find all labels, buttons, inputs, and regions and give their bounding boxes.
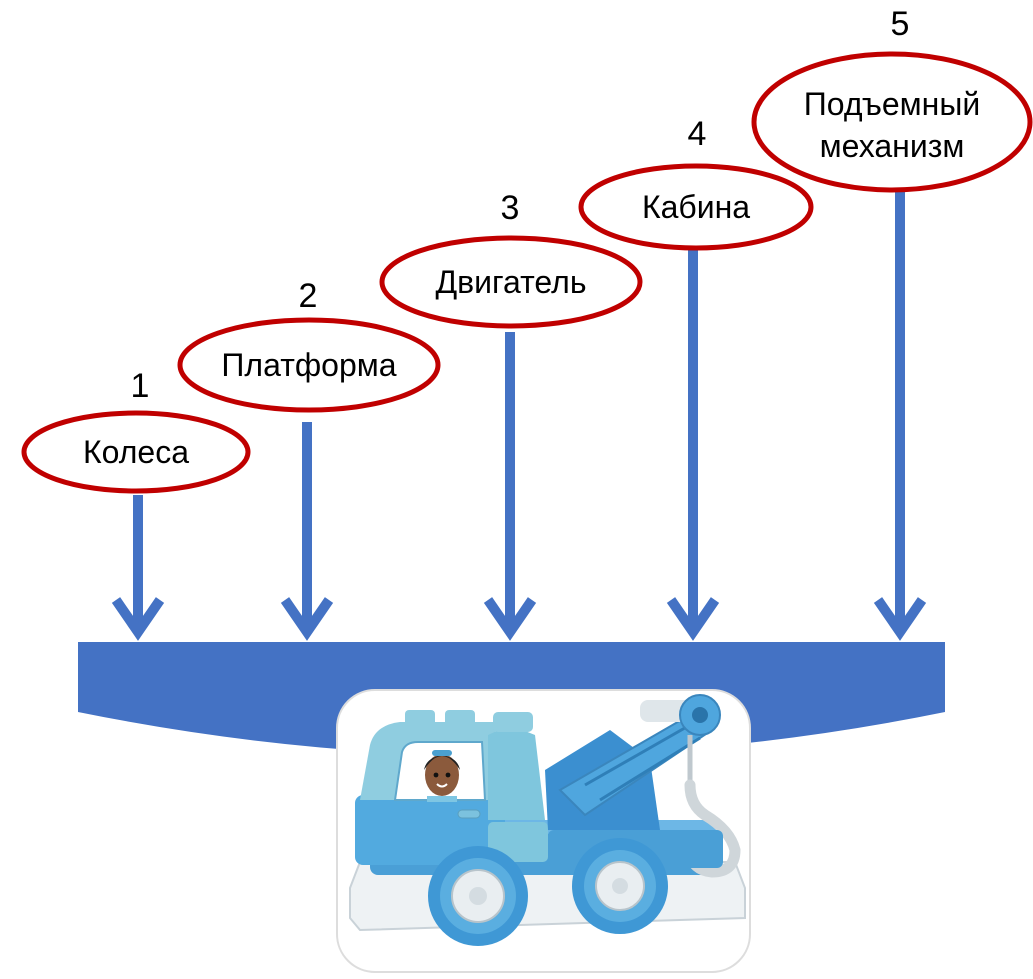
step-3: 3 Двигатель bbox=[379, 189, 643, 329]
step-1-label: Колеса bbox=[83, 434, 189, 470]
step-2-ellipse bbox=[177, 317, 441, 413]
arrows bbox=[111, 185, 927, 641]
step-4-number: 4 bbox=[688, 115, 707, 153]
step-5-number: 5 bbox=[891, 5, 910, 43]
step-3-number: 3 bbox=[501, 189, 520, 227]
arrow-3 bbox=[483, 332, 537, 641]
step-5-label-line-1: Подъемный bbox=[804, 86, 980, 122]
step-4: 4 Кабина bbox=[578, 115, 814, 251]
step-2-number: 2 bbox=[299, 277, 318, 315]
arrow-2 bbox=[280, 422, 334, 641]
step-2-label: Платформа bbox=[221, 347, 396, 383]
step-1-ellipse bbox=[21, 410, 251, 494]
tow-truck-toy-icon bbox=[336, 689, 751, 973]
arrow-5 bbox=[873, 185, 927, 641]
step-5-label-line-2: механизм bbox=[820, 128, 965, 164]
step-4-label: Кабина bbox=[642, 189, 750, 225]
step-2: 2 Платформа bbox=[177, 277, 441, 413]
arrow-1 bbox=[111, 495, 165, 641]
step-4-ellipse bbox=[578, 163, 814, 251]
step-1: 1 Колеса bbox=[21, 367, 251, 494]
step-1-number: 1 bbox=[131, 367, 150, 405]
step-3-label: Двигатель bbox=[436, 264, 587, 300]
step-5-ellipse bbox=[751, 51, 1033, 193]
arrow-4 bbox=[666, 248, 720, 641]
step-5: 5 Подъемный механизм bbox=[751, 5, 1033, 193]
step-3-ellipse bbox=[379, 235, 643, 329]
